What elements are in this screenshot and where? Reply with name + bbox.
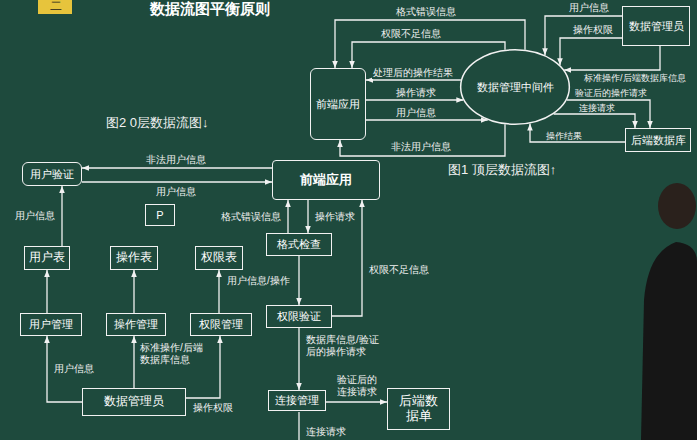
data-flow-arrow bbox=[326, 401, 387, 402]
node-text: 操作管理 bbox=[114, 318, 158, 331]
data-flow-arrow bbox=[307, 200, 308, 233]
data-flow-arrow bbox=[61, 186, 62, 246]
entity-box: 数据管理员 bbox=[622, 6, 690, 46]
node-text: 格式检查 bbox=[277, 238, 321, 251]
outgoing-flow-line bbox=[298, 412, 299, 440]
node-text: 连接管理 bbox=[275, 394, 319, 407]
data-flow-arrow bbox=[46, 270, 47, 313]
node-text: 用户验证 bbox=[30, 168, 74, 181]
flow-label: 标准操作/后端数据库信息 bbox=[583, 73, 687, 83]
flow-label: 验证后的连接请求 bbox=[336, 374, 382, 397]
node-text: 权限管理 bbox=[199, 318, 243, 331]
flow-label: 数据库信息/验证后的操作请求 bbox=[305, 334, 387, 357]
flow-label: 操作结果 bbox=[545, 131, 583, 141]
data-flow-arrow bbox=[287, 200, 288, 233]
flow-label: 用户信息 bbox=[395, 107, 437, 119]
node-text: 前端应用 bbox=[300, 173, 352, 188]
node-text: 权限验证 bbox=[277, 310, 321, 323]
node-text: 权限表 bbox=[201, 251, 237, 265]
flow-label: 用户信息/操作 bbox=[226, 275, 291, 287]
figure-caption: 图1 顶层数据流图↑ bbox=[447, 163, 557, 178]
process-box: 连接管理 bbox=[268, 390, 326, 411]
flow-label: 连接请求 bbox=[305, 426, 347, 438]
node-text: 用户表 bbox=[29, 251, 65, 265]
node-text: 操作表 bbox=[116, 251, 152, 265]
data-flow-arrow bbox=[82, 181, 272, 182]
data-flow-arrow bbox=[133, 336, 134, 388]
data-flow-arrow bbox=[564, 46, 660, 70]
process-box: 前端应用 bbox=[272, 160, 380, 200]
data-flow-arrow bbox=[366, 119, 488, 120]
process-box: 格式检查 bbox=[266, 233, 332, 256]
process-box: 前端应用 bbox=[310, 68, 366, 140]
page-title: 数据流图平衡原则 bbox=[150, 0, 270, 17]
presenter-head bbox=[658, 183, 696, 229]
flow-label: 格式错误信息 bbox=[220, 211, 282, 223]
flow-label: 操作权限 bbox=[192, 402, 234, 414]
data-flow-arrow bbox=[366, 99, 463, 100]
data-flow-arrow bbox=[218, 270, 219, 313]
data-flow-arrow bbox=[133, 270, 134, 313]
entity-box: 后端数据库 bbox=[625, 128, 691, 152]
node-text: 数据管理员 bbox=[629, 20, 684, 33]
node-text: P bbox=[156, 209, 163, 222]
process-box: 操作管理 bbox=[106, 313, 166, 336]
flow-label: 用户信息 bbox=[14, 210, 56, 222]
node-text: 后端数据库 bbox=[631, 134, 686, 147]
section-badge bbox=[38, 0, 72, 14]
flow-label: 非法用户信息 bbox=[390, 141, 452, 153]
node-text: 用户管理 bbox=[29, 318, 73, 331]
flow-label: 操作请求 bbox=[395, 87, 437, 99]
process-box: P bbox=[145, 204, 175, 226]
flow-label: 格式错误信息 bbox=[395, 6, 457, 18]
flow-label: 验证后的操作请求 bbox=[574, 88, 648, 98]
data-flow-arrow bbox=[366, 79, 461, 80]
node-text: 前端应用 bbox=[316, 98, 360, 111]
data-store: 权限表 bbox=[195, 246, 243, 270]
flow-label: 权限不足信息 bbox=[380, 28, 442, 40]
node-text: 后端数据单 bbox=[394, 394, 443, 424]
flow-label: 用户信息 bbox=[568, 3, 610, 14]
data-flow-arrow bbox=[530, 124, 625, 142]
ellipse-shape bbox=[461, 50, 570, 124]
data-store: 操作表 bbox=[110, 246, 158, 270]
process-box: 用户验证 bbox=[22, 162, 82, 186]
data-flow-arrow bbox=[560, 38, 622, 65]
node-text: 数据管理员 bbox=[104, 395, 164, 409]
data-flow-arrow bbox=[82, 167, 272, 168]
figure-caption: 图2 0层数据流图↓ bbox=[105, 116, 210, 131]
process-box: 权限验证 bbox=[266, 305, 332, 328]
flow-label: 权限不足信息 bbox=[368, 264, 430, 276]
middleware-ellipse: 数据管理中间件 bbox=[460, 49, 570, 125]
data-store: 用户表 bbox=[24, 246, 70, 270]
entity-box: 后端数据单 bbox=[387, 388, 450, 430]
data-flow-arrow bbox=[298, 256, 299, 305]
data-flow-arrow bbox=[554, 114, 635, 128]
data-flow-arrow bbox=[298, 328, 299, 390]
presenter-body bbox=[641, 242, 697, 440]
entity-box: 数据管理员 bbox=[82, 388, 186, 416]
process-box: 权限管理 bbox=[190, 313, 252, 336]
data-flow-arrow bbox=[545, 16, 622, 55]
flow-label: 处理后的操作结果 bbox=[372, 67, 454, 79]
flow-label: 非法用户信息 bbox=[145, 154, 207, 166]
flow-label: 用户信息 bbox=[155, 186, 197, 198]
process-box: 用户管理 bbox=[20, 313, 82, 336]
node-text: 数据管理中间件 bbox=[477, 81, 554, 94]
flow-label: 用户信息 bbox=[53, 363, 95, 375]
flow-label: 标准操作/后端数据库信息 bbox=[139, 342, 207, 365]
flow-label: 操作权限 bbox=[572, 25, 614, 36]
section-number: 二 bbox=[49, 0, 63, 14]
flow-label: 操作请求 bbox=[314, 211, 356, 223]
flow-label: 连接请求 bbox=[578, 103, 616, 113]
